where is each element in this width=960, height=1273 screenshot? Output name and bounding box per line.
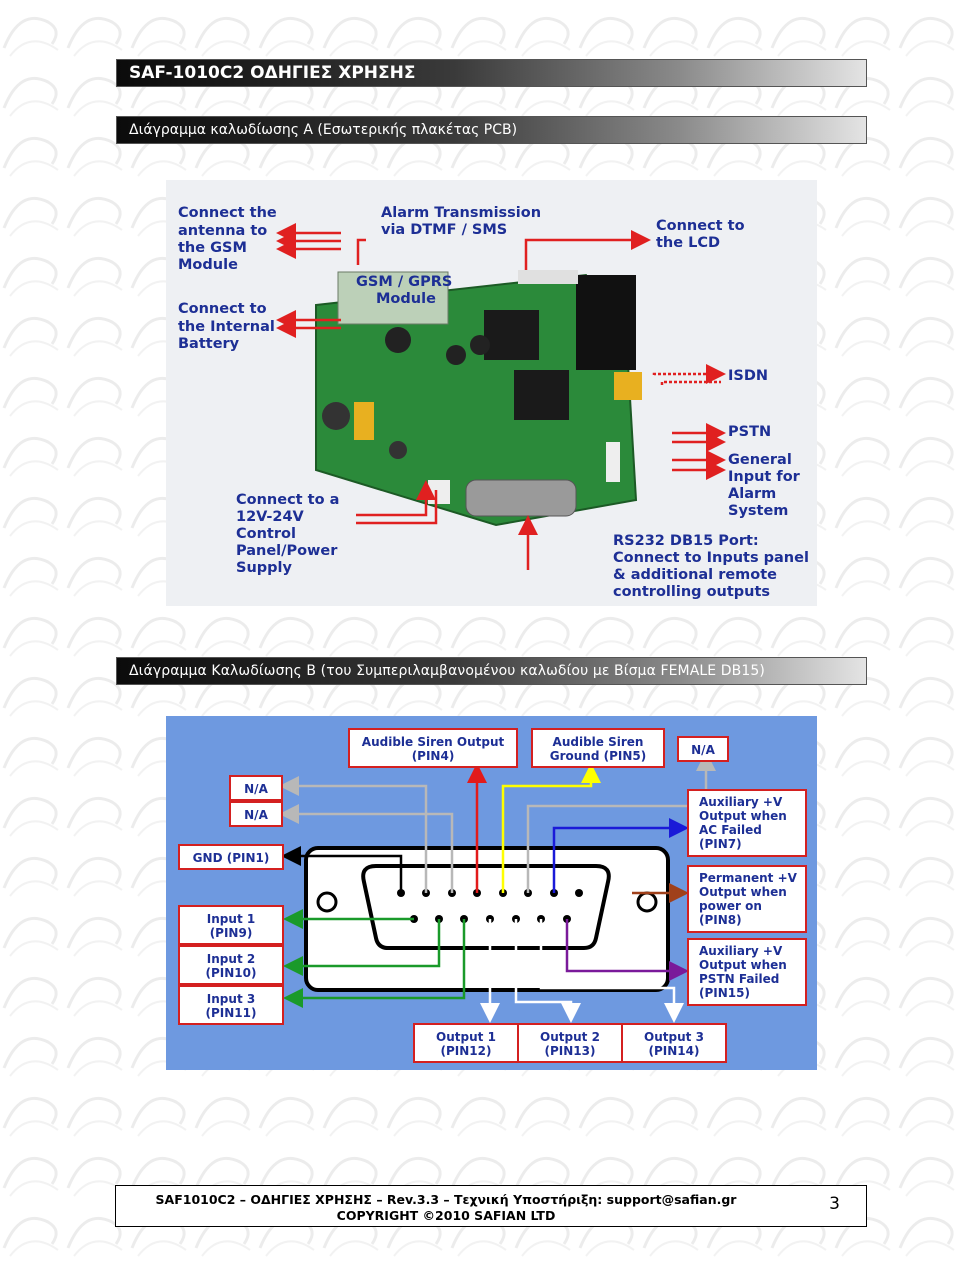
label-battery-1: Connect to bbox=[178, 301, 267, 317]
label-rs232-4: controlling outputs bbox=[613, 584, 770, 600]
box-siren-ground-line2: Ground (PIN5) bbox=[550, 749, 647, 763]
footer-copyright: COPYRIGHT ©2010 SAFIAN LTD bbox=[336, 1208, 556, 1223]
pcb-diagram-svg: Connect the antenna to the GSM Module Al… bbox=[178, 205, 809, 600]
box-permanent-line1: Permanent +V bbox=[699, 871, 798, 885]
section-a-header: Διάγραμμα καλωδίωσης A (Εσωτερικής πλακέ… bbox=[116, 116, 867, 144]
box-aux-ac-line2: Output when bbox=[699, 809, 787, 823]
box-permanent-line2: Output when bbox=[699, 885, 787, 899]
box-output2-line2: (PIN13) bbox=[545, 1044, 596, 1058]
label-alarm-1: Alarm Transmission bbox=[381, 205, 541, 221]
label-rs232-3: & additional remote bbox=[613, 567, 777, 583]
label-antenna-4: Module bbox=[178, 257, 238, 273]
box-input2-line2: (PIN10) bbox=[206, 966, 257, 980]
label-rs232-2: Connect to Inputs panel bbox=[613, 550, 809, 566]
box-aux-ac-line4: (PIN7) bbox=[699, 837, 742, 851]
document-title-bar: SAF-1010C2 ΟΔΗΓΙΕΣ ΧΡΗΣΗΣ bbox=[116, 59, 867, 87]
label-lcd-2: the LCD bbox=[656, 235, 720, 251]
box-input3-line1: Input 3 bbox=[207, 992, 255, 1006]
label-power-3: Control bbox=[236, 526, 296, 542]
label-power-2: 12V-24V bbox=[236, 509, 305, 525]
box-siren-ground-line1: Audible Siren bbox=[553, 735, 644, 749]
section-a-title: Διάγραμμα καλωδίωσης A (Εσωτερικής πλακέ… bbox=[129, 122, 518, 138]
page-number: 3 bbox=[829, 1194, 840, 1214]
box-permanent-line4: (PIN8) bbox=[699, 913, 742, 927]
section-b-title: Διάγραμμα Καλωδίωσης B (του Συμπεριλαμβα… bbox=[129, 663, 765, 679]
box-aux-ac-line1: Auxiliary +V bbox=[699, 795, 783, 809]
label-module-2: Module bbox=[376, 291, 436, 307]
box-aux-ac-line3: AC Failed bbox=[699, 823, 762, 837]
wires bbox=[279, 751, 716, 1023]
label-general-3: Alarm bbox=[728, 486, 776, 502]
label-general-2: Input for bbox=[728, 469, 801, 485]
label-antenna-1: Connect the bbox=[178, 205, 277, 221]
box-output3-line2: (PIN14) bbox=[649, 1044, 700, 1058]
label-general-4: System bbox=[728, 503, 788, 519]
box-input1-line1: Input 1 bbox=[207, 912, 255, 926]
label-battery-3: Battery bbox=[178, 336, 240, 352]
label-antenna-2: antenna to bbox=[178, 223, 267, 239]
label-antenna-3: the GSM bbox=[178, 240, 247, 256]
label-lcd-1: Connect to bbox=[656, 218, 745, 234]
label-pstn: PSTN bbox=[728, 424, 771, 440]
box-aux-pstn-line3: PSTN Failed bbox=[699, 972, 779, 986]
box-top-na: N/A bbox=[691, 743, 715, 757]
section-b-header: Διάγραμμα Καλωδίωσης B (του Συμπεριλαμβα… bbox=[116, 657, 867, 685]
box-permanent-line3: power on bbox=[699, 899, 762, 913]
label-power-5: Supply bbox=[236, 560, 292, 576]
box-input2-line1: Input 2 bbox=[207, 952, 255, 966]
pcb-board bbox=[315, 270, 642, 527]
label-general-1: General bbox=[728, 452, 792, 468]
label-isdn: ISDN bbox=[728, 368, 768, 384]
box-output1-line2: (PIN12) bbox=[441, 1044, 492, 1058]
db15-connector bbox=[304, 846, 670, 992]
box-aux-pstn-line4: (PIN15) bbox=[699, 986, 750, 1000]
pcb-wiring-diagram: Connect the antenna to the GSM Module Al… bbox=[166, 180, 817, 606]
box-siren-output-line1: Audible Siren Output bbox=[362, 735, 505, 749]
box-output1-line1: Output 1 bbox=[436, 1030, 496, 1044]
box-gnd: GND (PIN1) bbox=[193, 851, 270, 865]
document-title: SAF-1010C2 ΟΔΗΓΙΕΣ ΧΡΗΣΗΣ bbox=[129, 63, 416, 83]
box-aux-pstn-line2: Output when bbox=[699, 958, 787, 972]
box-input1-line2: (PIN9) bbox=[210, 926, 253, 940]
label-power-4: Panel/Power bbox=[236, 543, 338, 559]
label-power-1: Connect to a bbox=[236, 492, 339, 508]
page-footer: SAF1010C2 – ΟΔΗΓΙΕΣ ΧΡΗΣΗΣ – Rev.3.3 – Τ… bbox=[115, 1185, 867, 1227]
box-left-na1: N/A bbox=[244, 782, 268, 796]
box-aux-pstn-line1: Auxiliary +V bbox=[699, 944, 783, 958]
box-input3-line2: (PIN11) bbox=[206, 1006, 257, 1020]
label-battery-2: the Internal bbox=[178, 319, 275, 335]
pcb-arrows bbox=[276, 223, 726, 570]
box-output2-line1: Output 2 bbox=[540, 1030, 600, 1044]
box-siren-output-line2: (PIN4) bbox=[412, 749, 455, 763]
box-output3-line1: Output 3 bbox=[644, 1030, 704, 1044]
db15-wiring-diagram: Audible Siren Output (PIN4) Audible Sire… bbox=[166, 716, 817, 1070]
box-frames bbox=[178, 728, 807, 1063]
box-left-na2: N/A bbox=[244, 808, 268, 822]
label-alarm-2: via DTMF / SMS bbox=[381, 222, 507, 238]
footer-support-line: SAF1010C2 – ΟΔΗΓΙΕΣ ΧΡΗΣΗΣ – Rev.3.3 – Τ… bbox=[155, 1192, 737, 1207]
label-module-1: GSM / GPRS bbox=[356, 274, 452, 290]
db15-diagram-svg: Audible Siren Output (PIN4) Audible Sire… bbox=[178, 728, 807, 1063]
label-rs232-1: RS232 DB15 Port: bbox=[613, 533, 759, 549]
